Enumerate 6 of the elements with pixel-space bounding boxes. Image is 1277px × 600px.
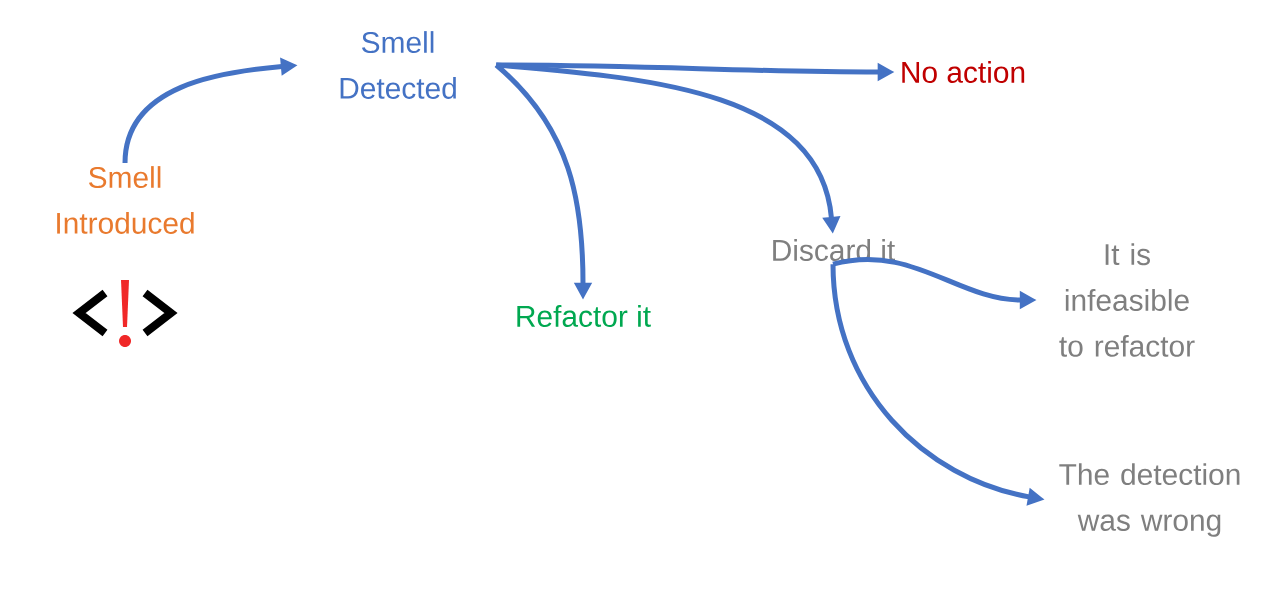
flow-label: Smell Detected xyxy=(340,31,456,99)
flow-label: Smell Introduced xyxy=(57,166,194,234)
flow-label: No action xyxy=(902,61,1025,83)
flow-label: The detection was wrong xyxy=(1059,463,1240,537)
flow-label: It is infeasible to refactor xyxy=(1059,243,1195,357)
flow-label: Refactor it xyxy=(517,305,651,327)
